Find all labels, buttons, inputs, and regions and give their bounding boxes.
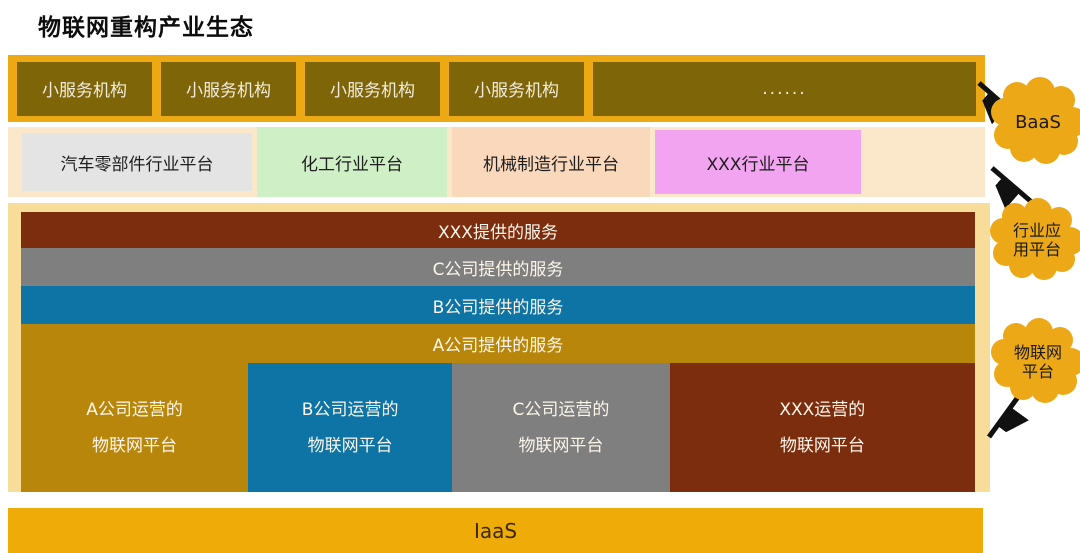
- small-service-box: 小服务机构: [449, 61, 584, 116]
- iot-cloud-label-line1: 物联网: [1013, 343, 1062, 362]
- service-bar-b: B公司提供的服务: [21, 286, 975, 324]
- industry-cloud-label-line1: 行业应: [1012, 221, 1061, 240]
- column-a-platform: A公司运营的 物联网平台: [21, 363, 249, 492]
- baas-cloud-label: BaaS: [1015, 112, 1061, 133]
- column-label-line2: 物联网平台: [92, 435, 178, 456]
- column-label-line1: XXX运营的: [779, 399, 866, 420]
- auto-parts-platform-box: 汽车零部件行业平台: [22, 133, 252, 191]
- column-label-line2: 物联网平台: [307, 435, 393, 456]
- column-xxx-platform: XXX运营的 物联网平台: [669, 363, 975, 492]
- iot-cloud-label-line2: 平台: [1021, 362, 1054, 381]
- machinery-platform-box: 机械制造行业平台: [452, 127, 650, 197]
- small-service-box: 小服务机构: [161, 61, 296, 116]
- chemical-platform-box: 化工行业平台: [257, 127, 447, 197]
- column-label-line1: A公司运营的: [86, 399, 183, 420]
- service-bar-xxx: XXX提供的服务: [21, 212, 975, 248]
- industry-platform-cloud: [990, 198, 1080, 280]
- baas-layer-strip: 小服务机构 小服务机构 小服务机构 小服务机构 ......: [8, 55, 985, 122]
- iot-cloud-label: 物联网 平台: [999, 343, 1077, 381]
- baas-cloud: [991, 77, 1080, 164]
- column-label-line2: 物联网平台: [779, 435, 865, 456]
- iaas-bar: IaaS: [8, 508, 983, 553]
- industry-cloud-label-line2: 用平台: [1012, 240, 1061, 259]
- service-bar-c: C公司提供的服务: [21, 248, 975, 286]
- column-label-line2: 物联网平台: [518, 435, 604, 456]
- industry-platform-arrow: [992, 166, 1044, 213]
- operator-columns: A公司运营的 物联网平台 B公司运营的 物联网平台 C公司运营的 物联网平台 X…: [21, 363, 975, 492]
- more-services-box: ......: [593, 61, 976, 116]
- iot-platform-arrow: [986, 395, 1018, 437]
- industry-platform-strip: 汽车零部件行业平台 化工行业平台 机械制造行业平台 XXX行业平台: [8, 127, 985, 197]
- column-b-platform: B公司运营的 物联网平台: [248, 363, 453, 492]
- iot-platform-block: XXX提供的服务 C公司提供的服务 B公司提供的服务 A公司提供的服务 A公司运…: [8, 203, 990, 492]
- iot-platform-cloud: [991, 318, 1080, 403]
- xxx-platform-box: XXX行业平台: [655, 130, 861, 194]
- column-c-platform: C公司运营的 物联网平台: [452, 363, 670, 492]
- column-label-line1: B公司运营的: [301, 399, 399, 420]
- small-service-box: 小服务机构: [305, 61, 440, 116]
- industry-cloud-label: 行业应 用平台: [999, 221, 1075, 259]
- small-service-box: 小服务机构: [17, 61, 152, 116]
- page-title: 物联网重构产业生态: [38, 15, 254, 41]
- service-bar-a: A公司提供的服务: [21, 324, 975, 363]
- column-label-line1: C公司运营的: [512, 399, 610, 420]
